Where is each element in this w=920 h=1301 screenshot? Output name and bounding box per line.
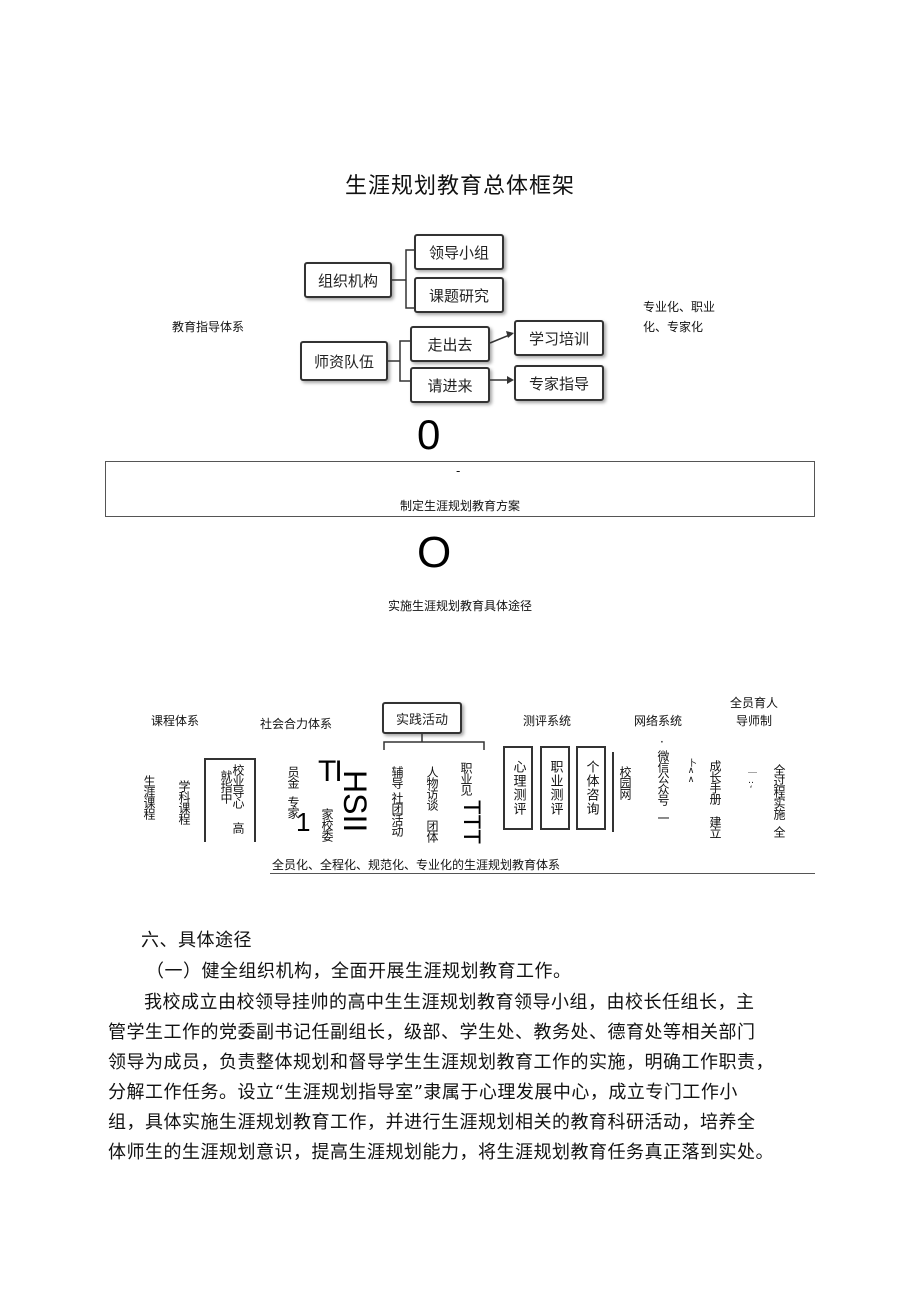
tiny-marks-text: 卜∧∧ (686, 758, 696, 784)
campus-net-text: 校园网 (618, 766, 632, 799)
interview-text: 人物访谈 (425, 766, 439, 810)
staff-text-1: 员金 (286, 766, 300, 788)
flow-arrow-glyph: 0 (417, 411, 441, 458)
wechat-text: 微信公众号 (656, 750, 670, 805)
curriculum-system-label: 课程体系 (151, 714, 200, 728)
guidance-system-label: 教育指导体系 (172, 320, 245, 334)
career-course-text: 生涯课程 (142, 775, 156, 819)
club-activity-text: 社团活动 (390, 792, 404, 836)
org-structure-box: 组织机构 (304, 262, 392, 298)
page-title: 生涯规划教育总体框架 (344, 174, 575, 199)
campus-net-bracket (612, 752, 614, 832)
section-heading: 六、具体途径 (141, 930, 252, 951)
group-text: 团体 (425, 820, 439, 842)
career-visit-text: 职业见 (459, 762, 473, 795)
invite-in-box: 请进来 (410, 367, 490, 403)
guidance-center-col3: 高 (231, 822, 245, 833)
whole-process-text: 全过程实施 (772, 764, 786, 819)
plan-box-dash: - (456, 464, 461, 478)
leadership-group-box: 领导小组 (414, 234, 504, 270)
glyph-hsii: HSII (337, 770, 373, 833)
guidance-side-note: 专业化、职业化、专家化 (643, 300, 716, 334)
career-test-box: 职业测评 (540, 746, 570, 830)
paragraph-line-5: 组，具体实施生涯规划教育工作，并进行生涯规划相关的教育科研活动，培养全 (108, 1112, 756, 1133)
network-system-label: 网络系统 (634, 714, 683, 728)
build-text: 建立 (708, 816, 722, 838)
mentor-system-label-1: 全员育人 (730, 696, 779, 710)
go-out-box: 走出去 (410, 326, 490, 362)
paragraph-line-3: 领导为成员，负责整体规划和督导学生生涯规划教育工作的实施，明确工作职责， (108, 1052, 774, 1073)
plan-box-label: 制定生涯规划教育方案 (399, 499, 520, 513)
paragraph-line-1: 我校成立由校领导挂帅的高中生生涯规划教育领导小组，由校长任组长，主 (144, 992, 755, 1013)
training-box: 学习培训 (514, 320, 604, 356)
guidance-center-col2: 校业导心 (231, 764, 245, 808)
implementation-label: 实施生涯规划教育具体途径 (387, 599, 532, 613)
wechat-end-text: 一 (656, 812, 670, 823)
paragraph-line-4: 分解工作任务。设立“生涯规划指导室”隶属于心理发展中心，成立专门工作小 (108, 1082, 738, 1103)
glyph-one: 1 (296, 807, 311, 837)
glyph-ttt: TTT (458, 800, 485, 844)
paragraph-line-2: 管学生工作的党委副书记任副组长，级部、学生处、教务处、德育处等相关部门 (108, 1022, 756, 1043)
expert-guidance-box: 专家指导 (514, 365, 604, 401)
small-marks-text: ｜‥‘ (746, 768, 756, 794)
individual-counsel-box: 个体咨询 (576, 746, 606, 830)
system-caption: 全员化、全程化、规范化、专业化的生涯规划教育体系 (272, 858, 561, 872)
guidance-connectors (388, 249, 514, 384)
handbook-text: 成长手册 (708, 760, 722, 804)
psych-test-box: 心理测评 (503, 746, 533, 830)
practice-bracket (383, 734, 485, 750)
plan-box: - 制定生涯规划教育方案 (105, 461, 815, 517)
social-system-label: 社会合力体系 (260, 717, 333, 731)
caption-underline (270, 873, 815, 874)
counseling-text: 辅导 (390, 766, 404, 788)
flow-arrow-glyph-2: O (417, 528, 452, 577)
practice-activity-box: 实践活动 (382, 702, 462, 734)
staff-text-2: 专家 (286, 796, 300, 818)
assessment-system-label: 测评系统 (523, 714, 572, 728)
paragraph-line-6: 体师生的生涯规划意识，提高生涯规划能力，将生涯规划教育任务真正落到实处。 (108, 1142, 774, 1163)
subsection-heading: （一）健全组织机构，全面开展生涯规划教育工作。 (146, 961, 572, 982)
wechat-dot: · (660, 735, 664, 749)
teachers-box: 师资队伍 (300, 341, 388, 381)
parent-committee-text: 家校委 (320, 808, 334, 841)
glyph-ti: TI (318, 755, 343, 788)
research-box: 课题研究 (414, 277, 504, 313)
body-paragraph: 我校成立由校领导挂帅的高中生生涯规划教育领导小组，由校长任组长，主 管学生工作的… (108, 988, 828, 1168)
guidance-center-box: 就指中 校业导心 高 (204, 758, 256, 842)
whole-end-text: 全 (772, 826, 786, 837)
subject-course-text: 学科课程 (177, 780, 191, 824)
guidance-center-col1: 就指中 (219, 770, 233, 803)
mentor-system-label-2: 导师制 (736, 714, 773, 728)
